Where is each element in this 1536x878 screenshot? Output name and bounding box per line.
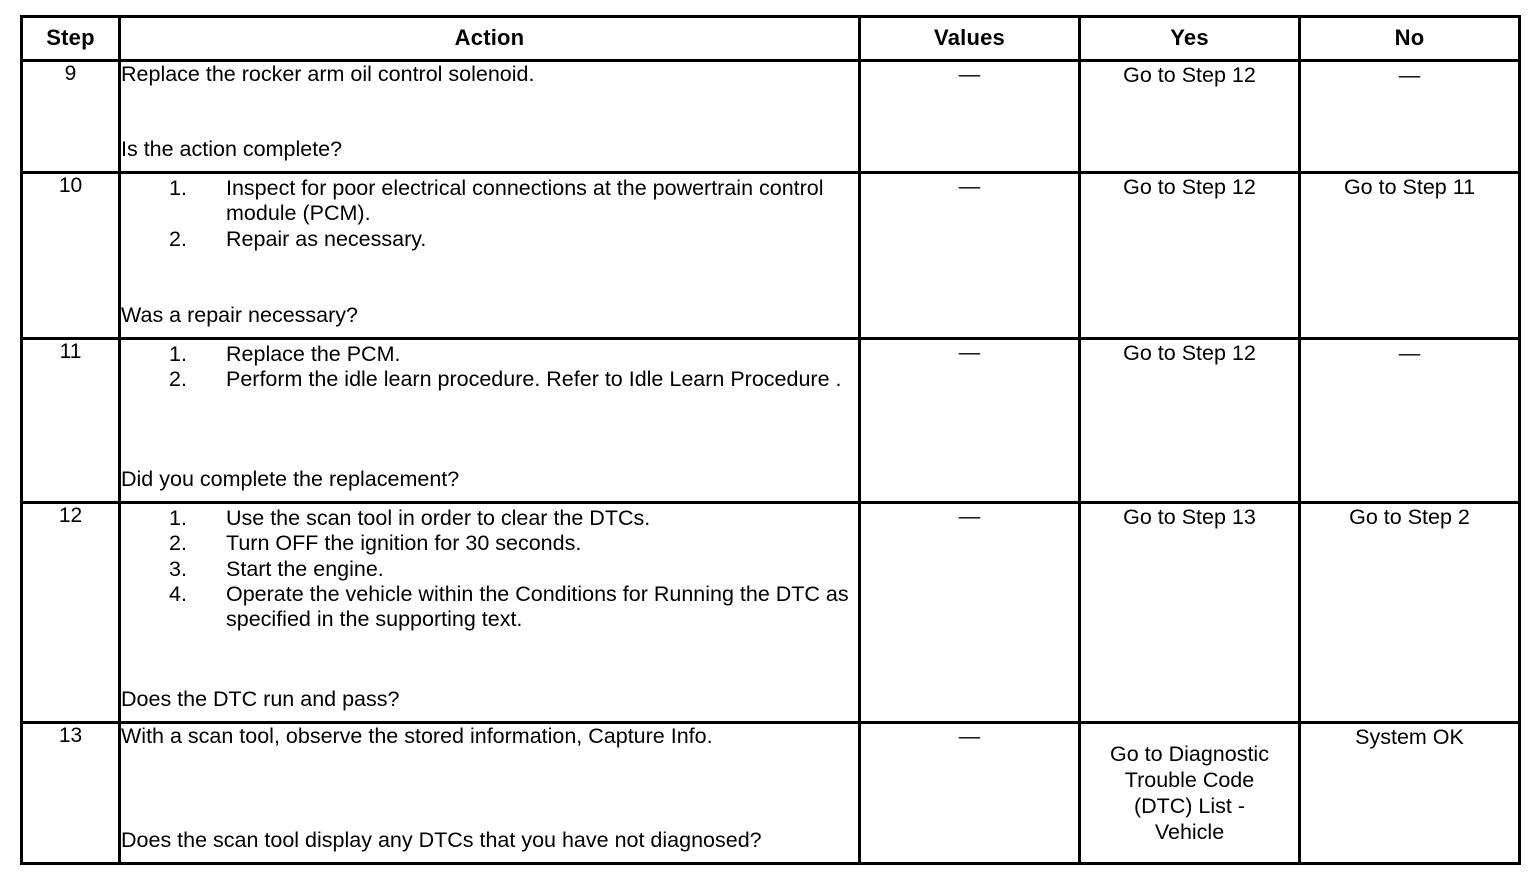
list-item-number: 1. [169, 506, 187, 530]
table-header-row: Step Action Values Yes No [20, 15, 1521, 62]
list-item-text: Operate the vehicle within the Condition… [226, 582, 849, 632]
yes-cell: Go to Diagnostic Trouble Code (DTC) List… [1078, 721, 1301, 865]
action-lead-text: With a scan tool, observe the stored inf… [121, 724, 713, 748]
list-item: 2. Repair as necessary. [121, 227, 858, 252]
list-item-number: 2. [169, 367, 187, 392]
column-header-no: No [1298, 15, 1521, 62]
action-cell: 1. Replace the PCM. 2. Perform the idle … [118, 337, 861, 504]
no-cell: — [1298, 59, 1521, 174]
yes-value: Go to Diagnostic Trouble Code (DTC) List… [1110, 741, 1269, 845]
table-row: 11 1. Replace the PCM. 2. Perform the id… [20, 337, 1521, 504]
action-step-list: 1. Inspect for poor electrical connectio… [121, 176, 858, 252]
list-item-text: Start the engine. [226, 556, 384, 581]
action-lead-text: Replace the rocker arm oil control solen… [121, 62, 535, 86]
column-header-yes: Yes [1078, 15, 1301, 62]
column-header-step: Step [20, 15, 121, 62]
yes-cell: Go to Step 12 [1078, 337, 1301, 504]
action-question-text: Did you complete the replacement? [121, 466, 460, 491]
list-item-number: 3. [169, 556, 187, 581]
values-cell: — [858, 59, 1081, 174]
list-item-number: 2. [169, 226, 187, 251]
values-cell: — [858, 171, 1081, 340]
list-item: 3. Start the engine. [121, 557, 858, 582]
table-row: 9 Replace the rocker arm oil control sol… [20, 59, 1521, 174]
step-number-cell: 9 [20, 59, 121, 174]
no-value: — [1398, 341, 1421, 365]
values-cell: — [858, 721, 1081, 865]
yes-cell: Go to Step 12 [1078, 171, 1301, 340]
action-question-text: Is the action complete? [121, 136, 343, 161]
action-question-text: Does the scan tool display any DTCs that… [121, 827, 762, 852]
list-item: 2. Perform the idle learn procedure. Ref… [121, 367, 858, 392]
list-item-text: Inspect for poor electrical connections … [226, 176, 824, 226]
no-value: System OK [1355, 725, 1464, 749]
values-cell: — [858, 337, 1081, 504]
no-value: Go to Step 11 [1343, 175, 1476, 199]
column-header-action: Action [118, 15, 861, 62]
list-item: 4. Operate the vehicle within the Condit… [121, 582, 858, 633]
action-step-list: 1. Use the scan tool in order to clear t… [121, 506, 858, 633]
table-row: 13 With a scan tool, observe the stored … [20, 721, 1521, 865]
yes-value: Go to Step 12 [1123, 341, 1256, 365]
list-item-text: Perform the idle learn procedure. Refer … [226, 367, 842, 392]
action-step-list: 1. Replace the PCM. 2. Perform the idle … [121, 342, 858, 393]
step-number-cell: 12 [20, 501, 121, 724]
list-item: 1. Use the scan tool in order to clear t… [121, 506, 858, 531]
list-item: 1. Replace the PCM. [121, 342, 858, 367]
action-question-text: Was a repair necessary? [121, 302, 358, 327]
action-cell: 1. Use the scan tool in order to clear t… [118, 501, 861, 724]
list-item-number: 1. [169, 342, 187, 366]
list-item-number: 2. [169, 531, 187, 556]
no-cell: System OK [1298, 721, 1521, 865]
no-cell: — [1298, 337, 1521, 504]
yes-cell: Go to Step 13 [1078, 501, 1301, 724]
list-item-text: Turn OFF the ignition for 30 seconds. [226, 531, 582, 556]
action-cell: With a scan tool, observe the stored inf… [118, 721, 861, 865]
action-question-text: Does the DTC run and pass? [121, 686, 400, 711]
diagnostic-procedure-table: Step Action Values Yes No 9 Replace the … [20, 15, 1521, 865]
no-value: — [1398, 63, 1421, 87]
no-value: Go to Step 2 [1349, 505, 1470, 529]
yes-value: Go to Step 13 [1123, 505, 1256, 529]
table-row: 12 1. Use the scan tool in order to clea… [20, 501, 1521, 724]
no-cell: Go to Step 11 [1298, 171, 1521, 340]
step-number-cell: 10 [20, 171, 121, 340]
list-item: 1. Inspect for poor electrical connectio… [121, 176, 858, 227]
action-cell: Replace the rocker arm oil control solen… [118, 59, 861, 174]
table-body: 9 Replace the rocker arm oil control sol… [20, 59, 1521, 865]
yes-value: Go to Step 12 [1123, 63, 1256, 87]
step-number-cell: 11 [20, 337, 121, 504]
list-item-text: Use the scan tool in order to clear the … [226, 506, 651, 530]
step-number-cell: 13 [20, 721, 121, 865]
action-cell: 1. Inspect for poor electrical connectio… [118, 171, 861, 340]
yes-value: Go to Step 12 [1123, 175, 1256, 199]
list-item: 2. Turn OFF the ignition for 30 seconds. [121, 531, 858, 556]
table-row: 10 1. Inspect for poor electrical connec… [20, 171, 1521, 340]
list-item-number: 1. [169, 176, 187, 200]
no-cell: Go to Step 2 [1298, 501, 1521, 724]
values-cell: — [858, 501, 1081, 724]
column-header-values: Values [858, 15, 1081, 62]
list-item-text: Replace the PCM. [226, 342, 401, 366]
yes-cell: Go to Step 12 [1078, 59, 1301, 174]
list-item-number: 4. [169, 582, 187, 607]
list-item-text: Repair as necessary. [226, 226, 427, 251]
